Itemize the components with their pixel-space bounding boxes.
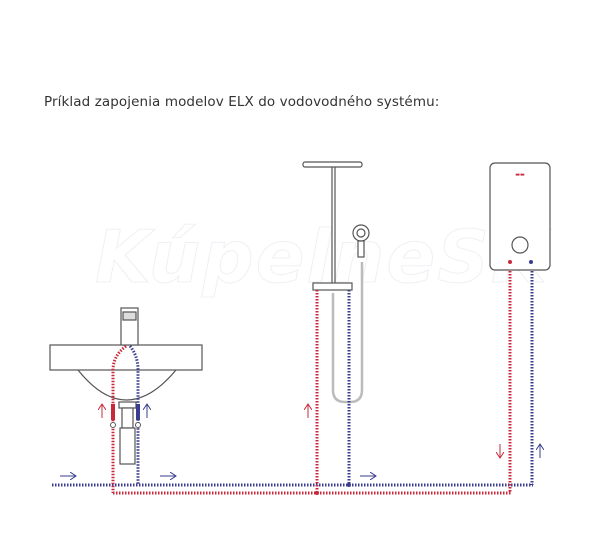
diagram-title: Príklad zapojenia modelov ELX do vodovod… (44, 94, 440, 110)
shower-mixer (312, 282, 353, 291)
water-heater (489, 162, 551, 271)
heater-dial-icon (511, 236, 529, 254)
hot-valve-icon (110, 422, 116, 428)
heater-logo: ▬▬ (515, 172, 525, 178)
cold-valve-icon (135, 422, 141, 428)
washbasin (49, 307, 203, 465)
shower-set (302, 161, 363, 284)
sink-hot-pipe (111, 344, 127, 493)
